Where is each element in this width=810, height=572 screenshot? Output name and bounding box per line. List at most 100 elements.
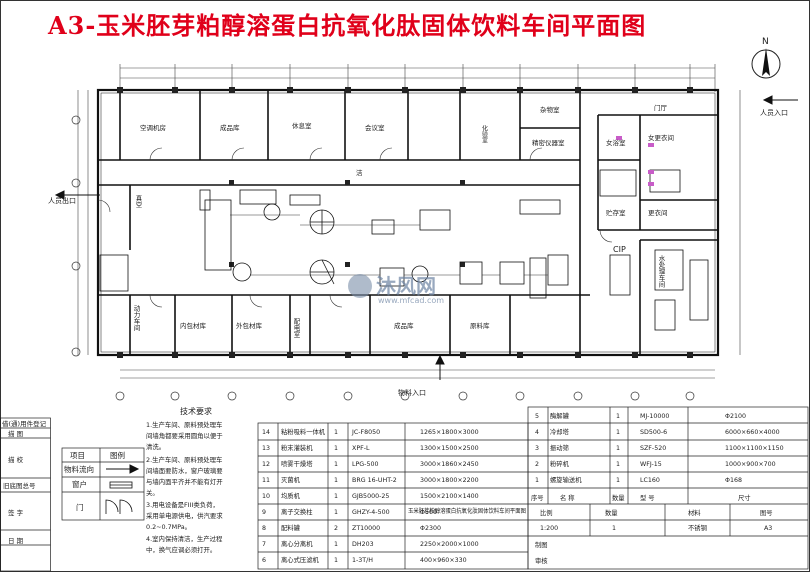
scale-label: 比例 [540,508,553,517]
equipment-left-no: 10 [262,493,270,500]
room-air: 空调机房 [140,123,166,132]
legend-table [61,447,145,521]
north-label: N [762,37,769,47]
strip-label-4: 签 字 [8,508,24,517]
equipment-left-size: 2250×2000×1000 [420,541,479,548]
spec-line: 间墙面要防水，窗户玻璃要 [146,466,223,475]
header-model: 型 号 [640,493,655,502]
north-arrow-icon: N [751,37,781,79]
door-icon [105,499,119,514]
equipment-left-model: ZT10000 [352,525,380,532]
equipment-right-qty: 1 [616,429,620,436]
equipment-right-name: 粉碎机 [550,459,570,468]
equipment-left-size: 1300×1500×2500 [420,445,479,452]
room-meeting: 会议室 [365,123,385,132]
legend-row-door: 门 [76,503,84,512]
equipment-left-no: 12 [262,461,270,468]
equipment-left-name: 粉末灌装机 [281,443,313,452]
material-label: 材料 [688,508,701,517]
equipment-table-left [257,422,529,570]
equipment-left-model: BRG 16-UHT-2 [352,477,397,484]
spec-line: 采用单电源供电，供汽要求 [146,511,223,520]
equipment-table-right [527,406,809,570]
equipment-left-name: 均质机 [281,491,301,500]
equipment-right-qty: 1 [616,445,620,452]
room-men: 女更衣间 [648,133,674,142]
room-women: 女浴室 [606,138,626,147]
room-water: 水处理车间 [657,254,665,289]
watermark-url: www.mfcad.com [378,296,444,305]
equipment-left-size: 3000×1800×2200 [420,477,479,484]
equipment-right-qty: 1 [616,413,620,420]
equipment-right-size: 6000×660×4000 [725,429,780,436]
room-power: 动力车间 [132,305,140,333]
material-value: 不锈钢 [688,523,707,532]
spec-line: 与墙内面平齐并不能有灯开 [146,477,223,486]
equipment-left-no: 9 [262,509,266,516]
legend-row-flow: 物料流向 [64,464,94,474]
equipment-left-name: 离子交换柱 [281,507,313,516]
equipment-left-qty: 1 [334,557,338,564]
equipment-right-model: MJ-10000 [640,413,669,420]
spec-line: 4.室内保持清洁，生产过程 [146,534,223,543]
room-lab: 化验室 [481,124,488,143]
qty-label: 数量 [605,508,618,517]
equipment-left-no: 11 [262,477,270,484]
equipment-right-model: LC160 [640,477,660,484]
equipment-right-no: 5 [535,413,539,420]
equipment-left-qty: 1 [334,509,338,516]
spec-line: 中，换气应调必须打开。 [146,545,216,554]
equipment-right-name: 螺旋输送机 [550,475,582,484]
spec-line: 3.用电设备是FIII类负荷， [146,500,219,509]
equipment-right-size: Φ2100 [725,413,746,420]
strip-label-3: 旧底图总号 [3,481,36,490]
room-misc: 杂物室 [540,105,560,114]
equipment-right-no: 3 [535,445,539,452]
watermark-text: 沐风网 [376,274,436,298]
drawing-title: A3-玉米胚芽粕醇溶蛋白抗氧化肽固体饮料车间平面图 [48,11,647,40]
room-changing: 更衣间 [648,208,668,217]
room-storage: 贮存室 [606,208,626,217]
equipment-left-no: 13 [262,445,270,452]
strip-label-0: 借(通)用件登记 [2,419,47,428]
equipment-left-qty: 1 [334,461,338,468]
equipment-right-no: 1 [535,477,539,484]
equipment-left-no: 7 [262,541,266,548]
draw-label: 制图 [535,540,548,549]
spec-line: 间墙角都要采用圆角以便于 [146,431,223,440]
room-door: 门厅 [654,103,668,112]
equipment-left-model: DH203 [352,541,374,548]
header-qty: 数量 [612,493,625,502]
equipment-right-no: 4 [535,429,539,436]
equipment-right-qty: 1 [616,461,620,468]
equipment-left-model: GJB5000-25 [352,493,389,500]
spec-list: 1.生产车间、原料预处理车 间墙角都要采用圆角以便于 清洗。 2.生产车间、原料… [146,420,223,554]
equipment-left-size: 1265×1800×3000 [420,429,479,436]
legend-row-window: 窗户 [72,479,87,489]
equipment-left-no: 8 [262,525,266,532]
room-instrument: 精密仪器室 [532,138,565,147]
room-dist: 配电室 [292,318,300,338]
equipment-left-size: Φ500 [420,509,437,516]
room-finished: 成品库 [394,321,414,330]
strip-label-2: 描 校 [8,455,24,464]
equipment-left-model: GHZY-4-500 [352,509,390,516]
strip-label-5: 日 期 [8,537,24,545]
room-raw: 成品库 [220,123,240,132]
equipment-left-qty: 1 [334,445,338,452]
equipment-left-name: 离心分离机 [281,539,313,548]
equipment-left-size: Φ2300 [420,525,441,532]
legend-header-symbol: 图例 [110,450,125,460]
equipment-right-size: 1100×1100×1150 [725,445,784,452]
spec-title: 技术要求 [180,406,212,416]
equipment-right-size: Φ168 [725,477,742,484]
equipment-right-model: WFJ-15 [640,461,662,468]
qty-value: 1 [612,525,616,532]
equipment-left-name: 灭菌机 [281,475,301,484]
room-corridor-clean: 洁 [356,168,363,177]
room-cip: CIP [613,245,626,254]
equipment-left-name: 离心式压滤机 [281,555,319,564]
equipment-left-qty: 1 [334,493,338,500]
equipment-left-qty: 1 [334,477,338,484]
room-inner-pack: 内包材库 [180,321,207,330]
